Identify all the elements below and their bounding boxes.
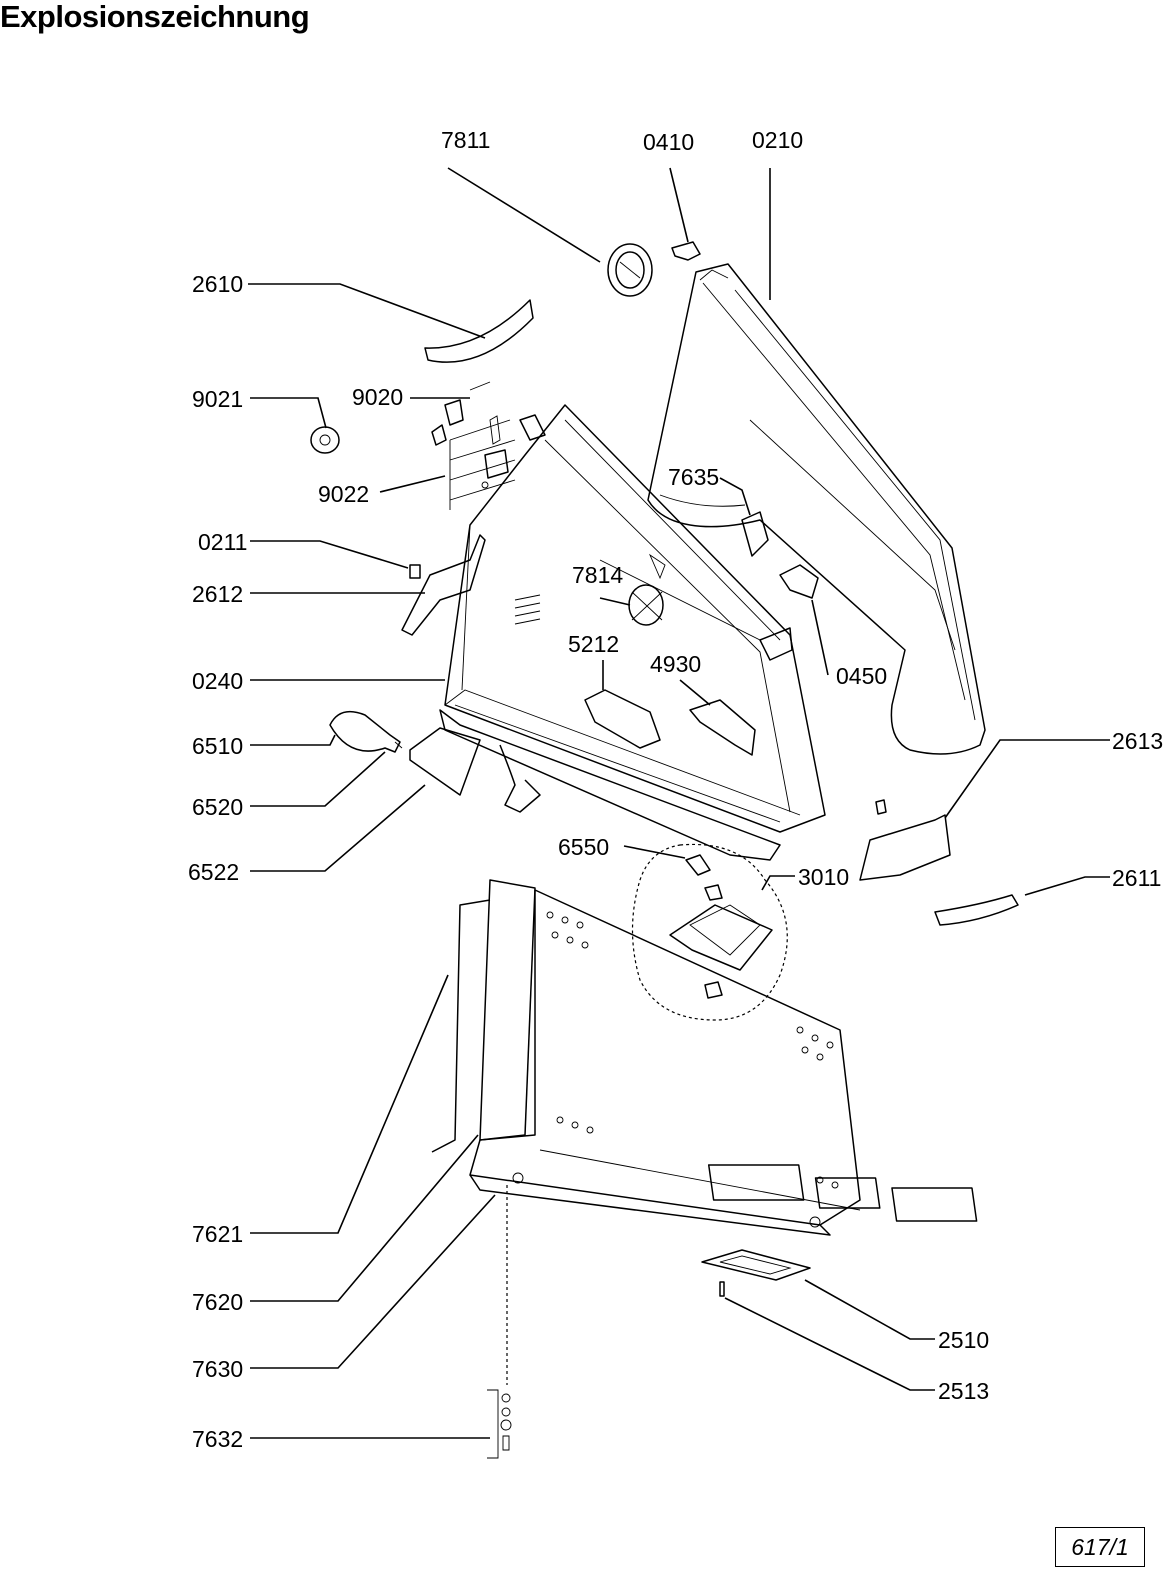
tube-7620-shape: [431, 899, 491, 1153]
part-label: 7621: [192, 1221, 243, 1247]
switch-parts-shape: [431, 381, 546, 510]
part-label: 9021: [192, 386, 243, 412]
part-label: 7620: [192, 1289, 243, 1315]
part-label: 6550: [558, 834, 609, 860]
rail-2611-shape: [934, 894, 1019, 926]
motor-shape: [607, 243, 653, 297]
bulb-6510-shape: [329, 710, 403, 753]
page-title: Explosionszeichnung: [0, 0, 310, 34]
canopy-panel-shape: [647, 263, 986, 755]
rail-2610-shape: [424, 299, 534, 363]
part-label: 2613: [1112, 728, 1163, 754]
catch-7635-shape: [741, 511, 769, 557]
part-label: 4930: [650, 651, 701, 677]
page-reference-box: 617/1: [1055, 1527, 1145, 1567]
socket-6520-shape: [409, 727, 481, 796]
part-label: 7632: [192, 1426, 243, 1452]
part-label: 0450: [836, 663, 887, 689]
part-label: 6510: [192, 733, 243, 759]
bracket-2613-shape: [859, 814, 951, 881]
part-label: 2611: [1112, 865, 1161, 891]
cable-plug-shape: [499, 744, 541, 813]
holder-5212-shape: [584, 689, 661, 749]
part-label: 0210: [752, 127, 803, 153]
part-label: 3010: [798, 864, 849, 890]
part-labels: 7811 0410 0210 2610 9021 9020 9022 7635 …: [188, 127, 1163, 1452]
screw-set-7632-shape: [487, 1185, 512, 1459]
part-label: 0211: [198, 529, 247, 555]
part-label: 5212: [568, 631, 619, 657]
part-label: 9020: [352, 384, 403, 410]
control-module-3010-shape: [631, 843, 788, 1021]
part-label: 2513: [938, 1378, 989, 1404]
leader-lines: [248, 167, 1110, 1439]
part-label: 2610: [192, 271, 243, 297]
housing-box-shape: [439, 404, 826, 861]
bracket-2612-shape: [401, 534, 486, 636]
filter-pad-7621-shape: [479, 879, 536, 1141]
handle-4930-shape: [689, 699, 756, 756]
screw-2513-shape: [719, 1281, 725, 1297]
part-label: 2510: [938, 1327, 989, 1353]
part-label: 7635: [668, 464, 719, 490]
part-label: 7814: [572, 562, 623, 588]
part-label: 2612: [192, 581, 243, 607]
part-label: 0410: [643, 129, 694, 155]
clip-0410-shape: [671, 241, 701, 261]
lower-hood-shape: [469, 889, 978, 1236]
knob-9021-shape: [310, 426, 340, 454]
part-label: 9022: [318, 481, 369, 507]
clip-0450-shape: [779, 564, 819, 599]
part-label: 7811: [441, 127, 490, 153]
part-label: 6520: [192, 794, 243, 820]
button-6550-shape: [685, 854, 711, 876]
part-shapes: [310, 241, 1019, 1459]
part-label: 6522: [188, 859, 239, 885]
cover-2510-shape: [701, 1249, 811, 1281]
screw-0211-shape: [409, 564, 421, 579]
part-label: 0240: [192, 668, 243, 694]
part-label: 7630: [192, 1356, 243, 1382]
